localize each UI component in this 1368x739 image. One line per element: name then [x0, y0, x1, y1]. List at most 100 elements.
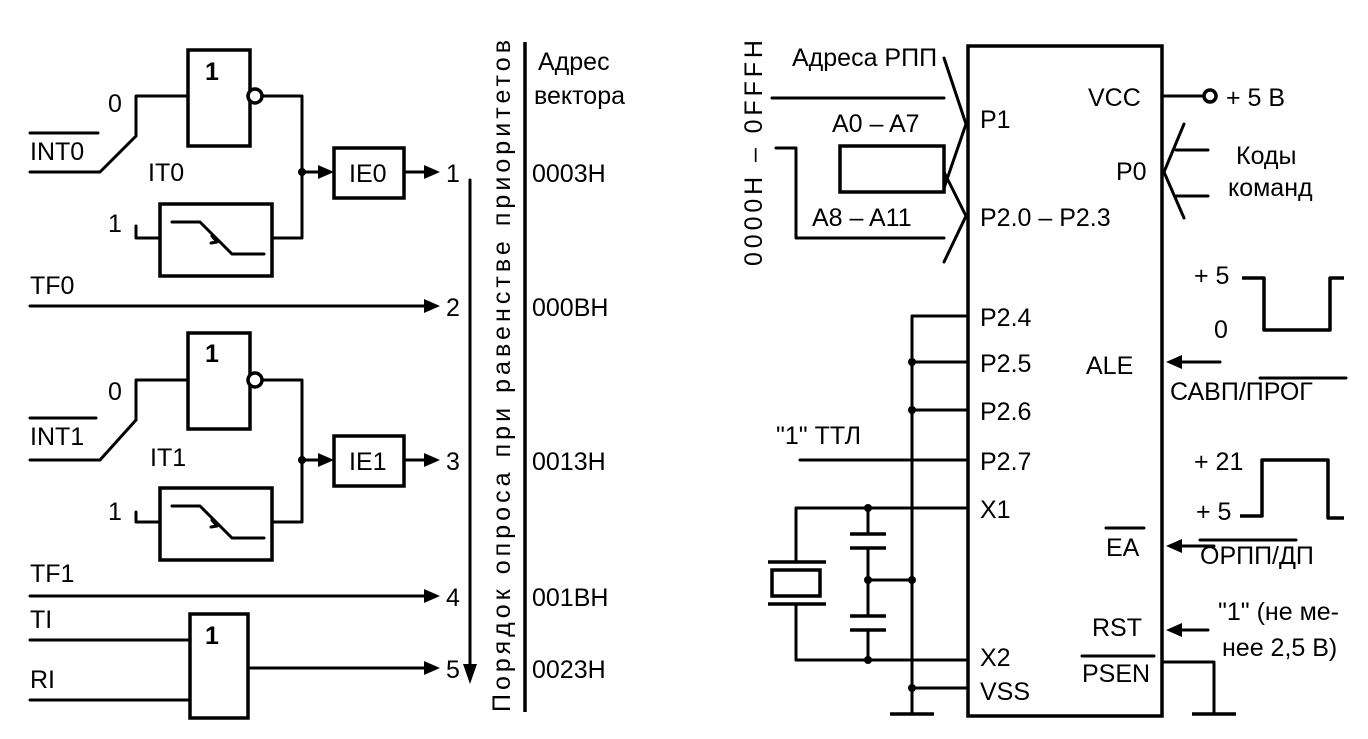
ea-signal-label: ОРПП/ДП — [1200, 542, 1314, 570]
address-latch-box — [838, 144, 946, 194]
vector-address-4: 001BH — [532, 584, 608, 612]
junction-vss — [908, 684, 916, 692]
pin-p1: P1 — [980, 106, 1011, 134]
vector-address-3: 0013H — [532, 448, 606, 476]
tf0-label: TF0 — [30, 272, 74, 300]
int1-inversion-bubble — [246, 371, 264, 389]
ea-input-arrowhead — [1166, 539, 1182, 553]
int1-edge-symbol — [170, 504, 266, 540]
ea-high-label: + 21 — [1194, 448, 1243, 476]
a8-a11-label: A8 – A11 — [812, 204, 912, 232]
pin-p2-5: P2.5 — [980, 350, 1031, 378]
ea-low-label: + 5 — [1196, 498, 1231, 526]
p1-bus-chevron — [942, 56, 968, 190]
int1-inverter-label: 1 — [205, 340, 219, 368]
junction-p2-5 — [908, 358, 916, 366]
pin-p2-0-3: P2.0 – P2.3 — [980, 204, 1111, 232]
p2-4-wire — [910, 314, 970, 714]
codes-label-line1: Коды — [1236, 142, 1296, 170]
int1-edge-arrow — [209, 518, 219, 529]
ale-pulse-waveform — [1242, 276, 1344, 332]
ie1-output-arrowhead — [424, 453, 440, 467]
ie0-output-arrowhead — [424, 165, 440, 179]
int1-merge-wire — [260, 378, 304, 524]
priority-number-4: 4 — [446, 584, 460, 612]
psen-ground-wire — [1160, 660, 1216, 714]
priority-number-5: 5 — [446, 656, 460, 684]
int1-channel: INT1 IT1 0 1 1 IE1 — [28, 331, 440, 562]
ri-label: RI — [30, 666, 55, 694]
vcc-supply-label: + 5 В — [1226, 84, 1285, 112]
tf1-label: TF1 — [30, 560, 74, 588]
ti-ri-or-label: 1 — [205, 622, 219, 650]
int0-channel: INT0 IT0 0 1 1 IE0 — [28, 48, 440, 278]
pin-p2-7: P2.7 — [980, 448, 1031, 476]
int0-inverter-label: 1 — [205, 58, 219, 86]
int1-one-wire — [134, 510, 162, 524]
int0-switch — [28, 134, 138, 174]
serial-channel: TI RI 1 — [28, 606, 440, 720]
pin-rst: RST — [1092, 614, 1142, 642]
pin-x2: X2 — [980, 644, 1011, 672]
junction-x1 — [864, 504, 872, 512]
a0-a7-label: A0 – A7 — [832, 110, 920, 138]
or-output-arrowhead — [424, 661, 440, 675]
ale-high-label: + 5 — [1194, 262, 1229, 290]
address-range-label: 0000H – 0FFFH — [740, 40, 768, 266]
priority-number-1: 1 — [446, 160, 460, 188]
rpp-addresses-label: Адреса РПП — [792, 44, 937, 72]
vector-address-2: 000BH — [532, 294, 608, 322]
int0-zero-wire — [134, 94, 190, 138]
microcontroller-chip — [966, 44, 1164, 718]
int1-inverter-gate — [186, 331, 252, 431]
pin-ale: ALE — [1086, 352, 1133, 380]
int1-switch — [28, 418, 138, 462]
priority-numbers: 1 2 3 4 5 — [446, 160, 460, 684]
ale-low-label: 0 — [1214, 316, 1228, 344]
junction-cap-ground — [908, 576, 916, 584]
pin-x1: X1 — [980, 496, 1011, 524]
ti-ri-or-gate — [188, 612, 250, 720]
ea-pulse-waveform — [1240, 458, 1344, 520]
junction-x2 — [864, 656, 872, 664]
vector-header-line2: вектора — [534, 82, 625, 110]
int0-edge-symbol — [170, 220, 266, 256]
eprom-programming-panel: 0000H – 0FFFH Адреса РПП A0 – A7 A8 – A1… — [740, 40, 1348, 718]
rst-label-line1: "1" (не ме- — [1218, 598, 1339, 626]
pin-p2-6: P2.6 — [980, 398, 1031, 426]
pin-psen: PSEN — [1082, 660, 1150, 688]
junction-cap-mid — [864, 576, 872, 584]
int0-edge-arrow — [209, 234, 219, 245]
tf1-arrowhead — [424, 589, 440, 603]
vector-address-5: 0023H — [532, 656, 606, 684]
priority-order-label: Порядок опроса при равенстве приоритетов — [488, 40, 516, 712]
vector-address-1: 0003H — [532, 160, 606, 188]
ti-label: TI — [30, 606, 52, 634]
p2-bus-chevron — [942, 170, 968, 264]
int0-zero-label: 0 — [108, 90, 122, 118]
tf0-arrowhead — [424, 299, 440, 313]
x1-wire — [794, 506, 970, 564]
int1-one-label: 1 — [108, 498, 122, 526]
ale-input-arrowhead — [1166, 355, 1182, 369]
pin-vss: VSS — [980, 678, 1030, 706]
p2-bus-line — [774, 146, 946, 240]
tf1-channel: TF1 — [28, 560, 440, 603]
int0-one-label: 1 — [108, 210, 122, 238]
quartz-crystal — [770, 568, 822, 598]
int0-merge-wire — [260, 94, 304, 240]
it1-label: IT1 — [150, 444, 186, 472]
junction-p2-6 — [908, 406, 916, 414]
int0-one-wire — [134, 224, 162, 240]
int1-zero-label: 0 — [108, 378, 122, 406]
int1-to-ie1-arrowhead — [318, 453, 334, 467]
rst-label-line2: нее 2,5 В) — [1222, 634, 1337, 662]
vcc-terminal — [1202, 88, 1218, 104]
int0-inverter-gate — [186, 48, 252, 148]
ale-signal-label: САВП/ПРОГ — [1170, 378, 1313, 406]
priority-order-arrowhead — [463, 664, 477, 684]
x2-wire — [794, 602, 970, 662]
p0-bus-chevron — [1162, 122, 1186, 220]
int0-to-ie0-arrowhead — [318, 165, 334, 179]
